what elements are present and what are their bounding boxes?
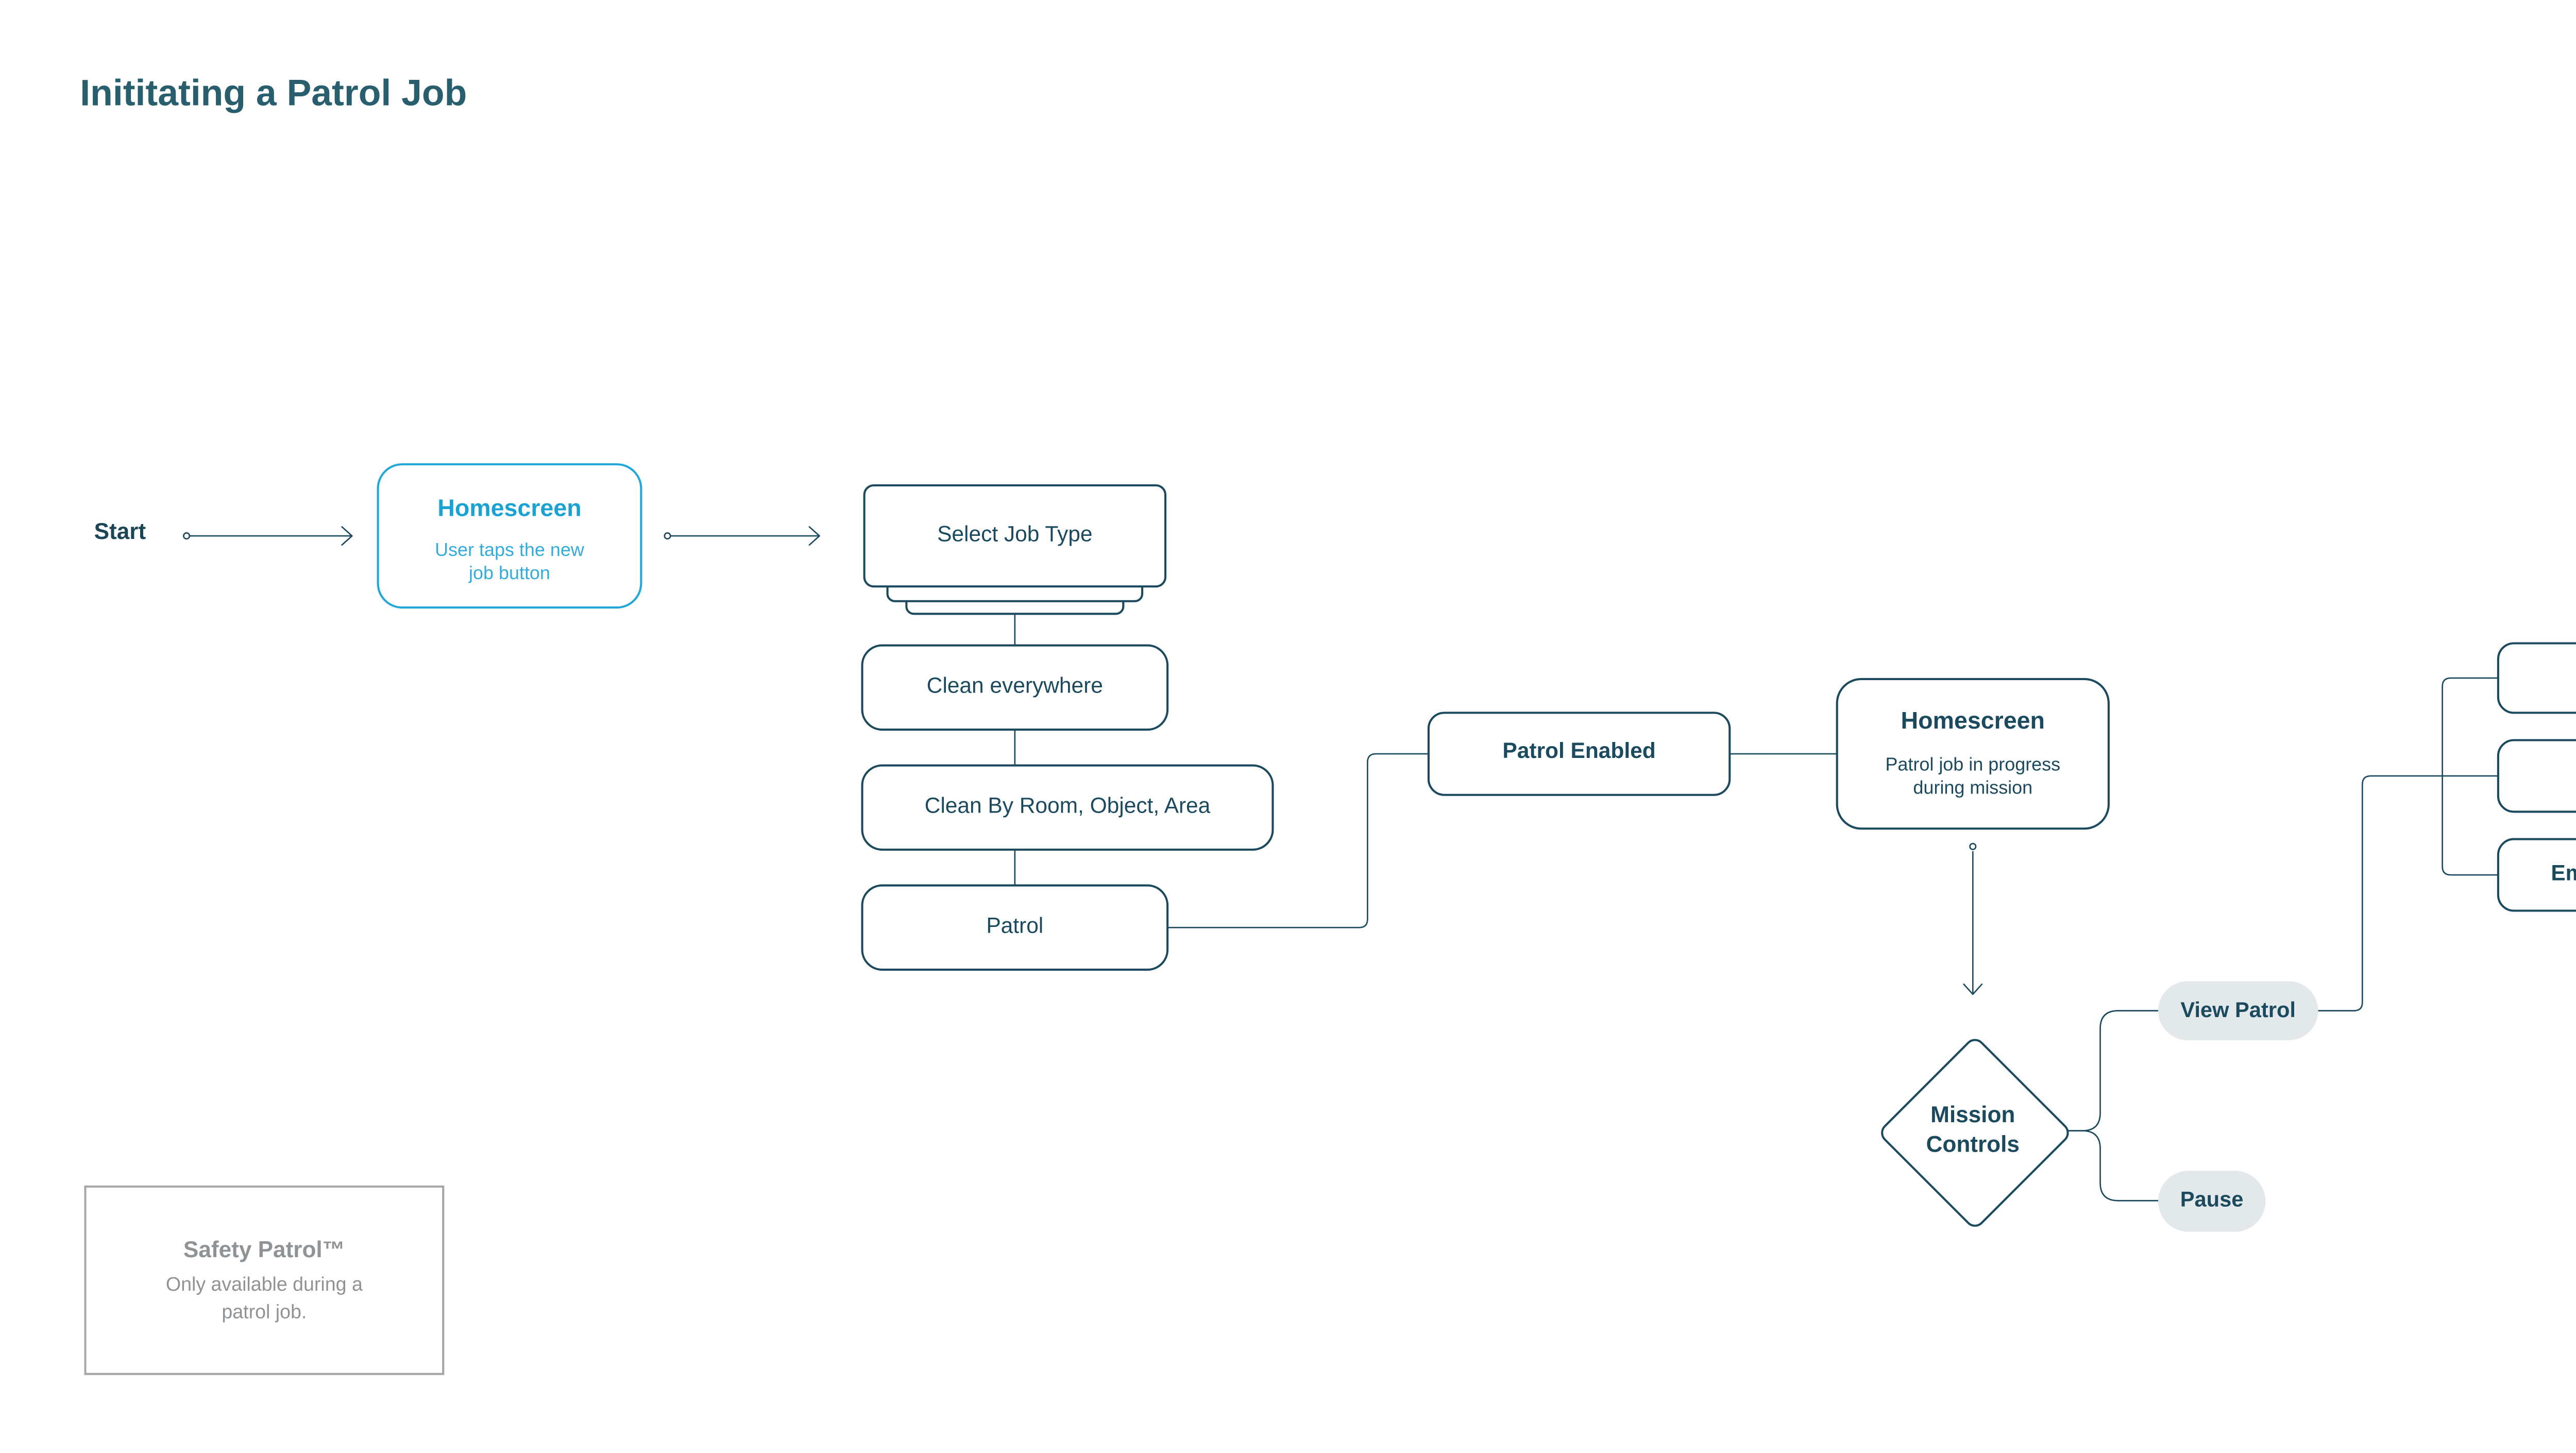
node-video-feed[interactable]: Video Feed [2497,642,2576,714]
node-label: Patrol [986,915,1044,938]
node-title: Homescreen [437,497,582,522]
pill-pause[interactable]: Pause [2158,1171,2266,1231]
node-patrol[interactable]: Patrol [861,884,1169,971]
node-clean-everywhere[interactable]: Clean everywhere [861,644,1169,731]
page-title: Inititating a Patrol Job [80,71,467,114]
pill-label: View Patrol [2180,999,2296,1023]
node-subtitle-line2: job button [469,562,550,583]
node-subtitle-line2: during mission [1913,776,2033,798]
node-label: Photo Library [2575,763,2576,788]
mission-controls-label-line1: Mission [1930,1102,2015,1128]
start-label: Start [94,520,146,546]
connector-origin-dot-homescreen [664,532,671,540]
node-label: Clean By Room, Object, Area [924,795,1211,818]
note-title: Safety Patrol™ [183,1238,345,1264]
connector-patrol-to-patrol-enabled [1167,753,1429,928]
arrowhead-homescreen-to-select-job-type [808,526,820,546]
note-safety-patrol[interactable]: Safety Patrol™ Only available during a p… [84,1185,445,1375]
mission-controls-label: Mission Controls [1846,1100,2099,1160]
connector-mission-controls-to-pause [2066,1130,2159,1202]
pill-view-patrol[interactable]: View Patrol [2158,981,2318,1040]
connector-mission-controls-to-view-patrol [2066,1010,2159,1131]
node-subtitle-line1: Patrol job in progress [1885,754,2061,775]
node-title: Homescreen [1901,709,2045,735]
node-emergency-action[interactable]: Emergency Action [2497,838,2576,912]
node-select-job-type[interactable]: Select Job Type [863,484,1167,588]
mission-controls-label-line2: Controls [1926,1132,2020,1158]
node-subtitle-line1: User taps the new [435,539,584,561]
arrowhead-homescreen-to-mission-controls [1963,983,1983,995]
node-label: Clean everywhere [926,674,1103,698]
arrowhead-start-to-homescreen [341,526,353,546]
connector-branch-video-feed-to-emergency-action [2442,677,2498,876]
pill-label: Pause [2180,1189,2244,1212]
node-patrol-enabled[interactable]: Patrol Enabled [1427,712,1731,796]
node-label: Select Job Type [937,523,1093,547]
node-photo-library[interactable]: Photo Library [2497,739,2576,813]
node-homescreen-mission[interactable]: Homescreen Patrol job in progress during… [1836,678,2110,830]
note-line1: Only available during a [165,1274,363,1295]
connector-origin-dot-start [183,532,191,540]
note-line2: patrol job. [222,1301,307,1323]
connector-origin-dot-homescreen-mission [1969,842,1977,850]
node-clean-by-room-object-area[interactable]: Clean By Room, Object, Area [861,764,1274,851]
node-homescreen-start[interactable]: Homescreen User taps the new job button [377,463,642,609]
node-label: Emergency Action [2551,862,2576,886]
node-label: Patrol Enabled [1502,741,1656,765]
connector-view-patrol-to-photo-library [2317,775,2498,1011]
